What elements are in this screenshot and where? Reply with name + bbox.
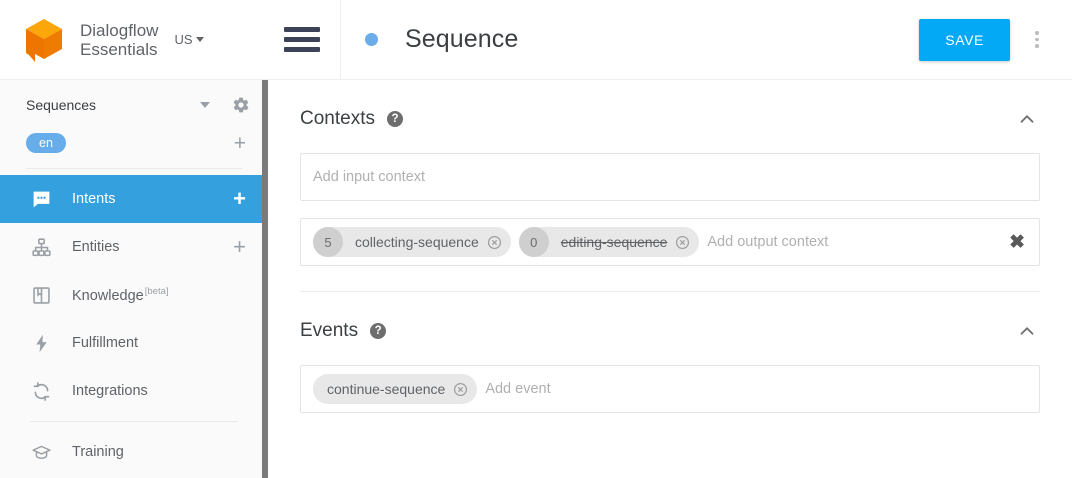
language-divider: [26, 168, 242, 169]
close-bold-icon[interactable]: ✖: [1009, 231, 1025, 253]
hamburger-bar: [284, 37, 320, 42]
caret-down-icon[interactable]: [200, 102, 210, 108]
add-intent-plus-icon[interactable]: +: [233, 186, 246, 211]
language-row: en +: [0, 124, 268, 162]
help-circle-icon[interactable]: ?: [370, 323, 387, 339]
hierarchy-icon: [30, 236, 52, 258]
events-title: Events: [300, 320, 359, 341]
output-context-chip[interactable]: 5 collecting-sequence: [313, 227, 511, 257]
dialogflow-cube-logo: [22, 17, 66, 63]
language-chip-en[interactable]: en: [26, 133, 66, 153]
brand-line-1: Dialogflow: [80, 20, 159, 40]
brand-line-2: Essentials: [80, 39, 158, 59]
section-divider: [300, 291, 1040, 292]
add-language-plus-icon[interactable]: +: [233, 131, 246, 155]
main-panel: Sequence SAVE Contexts ?: [268, 0, 1072, 478]
output-context-field[interactable]: 5 collecting-sequence 0 editing-sequence: [300, 218, 1040, 266]
sidebar-item-label: Intents: [72, 191, 116, 207]
region-selector[interactable]: US: [174, 32, 204, 47]
sidebar-item-integrations[interactable]: Integrations: [0, 367, 268, 415]
sidebar-item-label: Knowledge[beta]: [72, 286, 246, 304]
event-chip[interactable]: continue-sequence: [313, 374, 478, 404]
book-icon: [30, 284, 52, 306]
contexts-title: Contexts: [300, 108, 375, 129]
events-placeholder: Add event: [485, 381, 551, 397]
hamburger-menu-icon[interactable]: [284, 27, 320, 52]
sidebar-nav: Intents + Entities +: [0, 175, 268, 476]
sidebar: Dialogflow Essentials US Sequences en +: [0, 0, 268, 478]
sidebar-item-label: Entities: [72, 239, 120, 255]
sidebar-item-intents[interactable]: Intents +: [0, 175, 268, 223]
chevron-up-icon[interactable]: [1016, 108, 1038, 130]
kebab-menu-icon[interactable]: [1024, 23, 1050, 57]
knowledge-text: Knowledge: [72, 287, 144, 304]
brand-header[interactable]: Dialogflow Essentials US: [0, 0, 268, 80]
chip-label: editing-sequence: [560, 234, 668, 250]
sidebar-item-label: Integrations: [72, 383, 148, 399]
input-context-placeholder: Add input context: [313, 169, 426, 185]
brand-name: Dialogflow Essentials: [80, 21, 158, 59]
sidebar-item-fulfillment[interactable]: Fulfillment: [0, 319, 268, 367]
events-field[interactable]: continue-sequence Add event: [300, 365, 1040, 413]
add-entity-plus-icon[interactable]: +: [233, 234, 246, 259]
chip-label: collecting-sequence: [355, 234, 479, 250]
chip-lifespan-count: 0: [518, 227, 549, 257]
agent-selector-row: Sequences: [0, 86, 268, 124]
page-title: Sequence: [405, 25, 519, 53]
events-section: Events ? continue-sequence: [300, 292, 1040, 413]
save-button[interactable]: SAVE: [919, 18, 1010, 61]
region-label: US: [174, 32, 193, 47]
output-context-chip[interactable]: 0 editing-sequence: [518, 227, 700, 257]
lightning-bolt-icon: [30, 332, 52, 354]
gear-icon[interactable]: [232, 96, 250, 114]
status-dot-icon: [365, 33, 378, 46]
sidebar-item-label: Fulfillment: [72, 335, 139, 351]
contexts-header: Contexts ?: [300, 102, 1040, 136]
sidebar-item-knowledge[interactable]: Knowledge[beta]: [0, 271, 268, 319]
sync-arrows-icon: [30, 380, 52, 402]
agent-name[interactable]: Sequences: [26, 97, 97, 113]
hamburger-bar: [284, 47, 320, 52]
chip-remove-icon[interactable]: [675, 235, 690, 250]
chip-remove-icon[interactable]: [487, 235, 502, 250]
chip-remove-icon[interactable]: [453, 382, 468, 397]
chip-lifespan-count: 5: [313, 227, 343, 257]
toolbar-divider: [340, 0, 341, 80]
sidebar-item-entities[interactable]: Entities +: [0, 223, 268, 271]
help-circle-icon[interactable]: ?: [386, 111, 403, 127]
chip-label: continue-sequence: [327, 381, 446, 397]
kebab-dot: [1035, 37, 1039, 42]
contexts-section: Contexts ? Add input context 5 co: [300, 80, 1040, 292]
content-area: Contexts ? Add input context 5 co: [268, 80, 1072, 413]
events-header: Events ?: [300, 314, 1040, 348]
chevron-up-icon[interactable]: [1016, 320, 1038, 342]
output-context-placeholder: Add output context: [707, 234, 829, 250]
sidebar-item-label: Training: [72, 444, 124, 460]
caret-down-icon: [195, 37, 204, 42]
kebab-dot: [1035, 31, 1039, 35]
graduation-cap-icon: [30, 441, 52, 463]
sidebar-divider: [30, 421, 238, 422]
kebab-dot: [1035, 44, 1039, 48]
sidebar-scrollbar[interactable]: [262, 80, 268, 478]
hamburger-bar: [284, 27, 320, 32]
top-bar: Sequence SAVE: [268, 0, 1072, 80]
chat-bubble-icon: [30, 188, 52, 210]
beta-badge: [beta]: [144, 286, 169, 298]
input-context-field[interactable]: Add input context: [300, 153, 1040, 201]
sidebar-item-training[interactable]: Training: [0, 428, 268, 476]
